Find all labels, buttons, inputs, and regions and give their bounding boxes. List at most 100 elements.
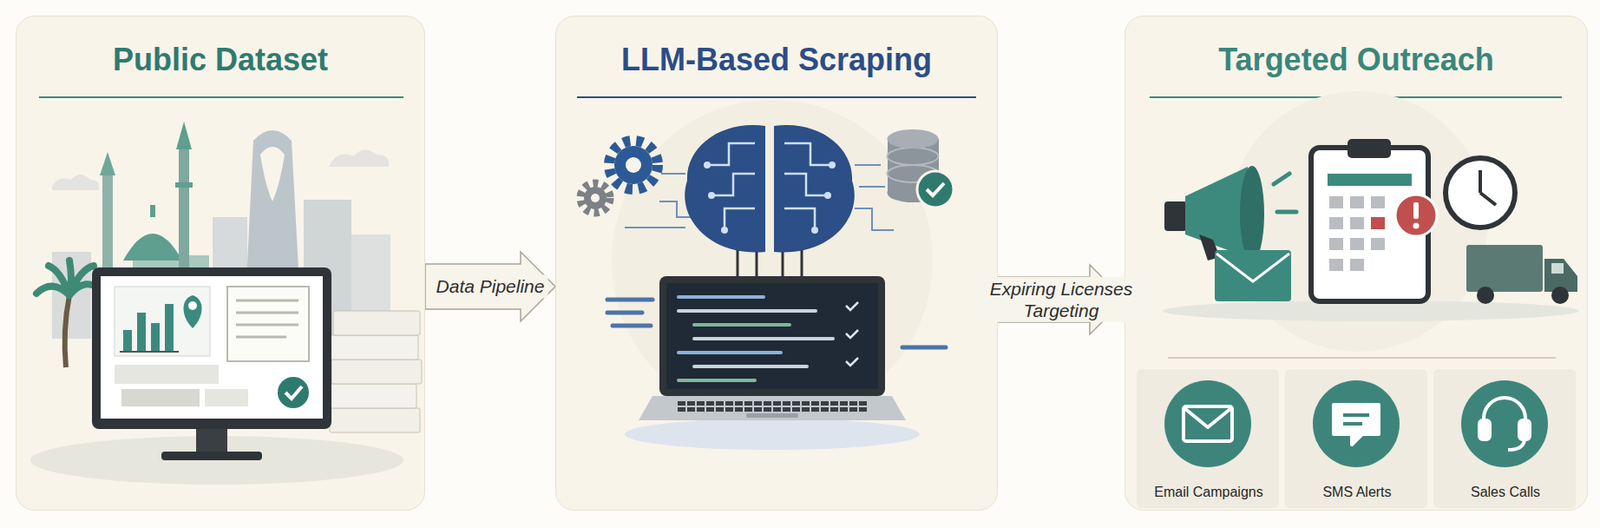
separator xyxy=(1167,356,1556,359)
envelope xyxy=(1214,249,1292,302)
laptop xyxy=(845,301,859,366)
monitor xyxy=(100,275,323,419)
clock xyxy=(1478,170,1482,193)
arrow-label: Data Pipeline xyxy=(432,274,549,298)
clock xyxy=(1480,192,1496,205)
gears xyxy=(590,193,600,203)
stage-panel: Public Dataset xyxy=(15,15,426,511)
brain xyxy=(828,161,836,169)
calendar-clipboard xyxy=(1370,216,1385,230)
brain-halo xyxy=(624,418,920,450)
channel-label: Sales Calls xyxy=(1434,483,1577,500)
laptop xyxy=(638,275,906,420)
database xyxy=(926,183,945,196)
megaphone xyxy=(1273,173,1290,184)
outreach-halo xyxy=(1162,91,1580,352)
monitor xyxy=(150,322,160,351)
paper-stack xyxy=(333,310,420,335)
panel-title: Public Dataset xyxy=(16,40,425,79)
channel-tiles xyxy=(1164,380,1252,467)
arrow-label: Expiring Licenses Targeting xyxy=(970,276,1152,322)
code-dashes xyxy=(902,345,946,350)
city-skyline xyxy=(52,174,99,191)
brain xyxy=(703,161,711,169)
truck xyxy=(1551,262,1564,274)
calendar-clipboard xyxy=(1350,216,1364,230)
monitor xyxy=(188,301,197,310)
city-skyline xyxy=(176,121,192,150)
database xyxy=(917,170,954,208)
calendar-clipboard xyxy=(1350,258,1364,271)
laptop xyxy=(694,364,807,368)
monitor xyxy=(196,428,228,453)
brain xyxy=(784,143,833,165)
megaphone xyxy=(1273,173,1297,212)
brain xyxy=(708,191,715,199)
block-arrow xyxy=(425,251,556,322)
megaphone xyxy=(1164,201,1187,231)
laptop xyxy=(845,329,859,338)
monitor xyxy=(91,267,332,429)
circuit-wires xyxy=(661,172,686,175)
laptop xyxy=(638,395,906,420)
calendar-clipboard xyxy=(1311,138,1437,302)
monitor xyxy=(91,267,332,460)
monitor xyxy=(114,364,219,384)
monitor xyxy=(164,303,174,351)
calendar-clipboard xyxy=(1329,258,1344,271)
channel-icons xyxy=(1508,439,1525,450)
channel-tiles xyxy=(1433,368,1576,508)
calendar-clipboard xyxy=(1327,173,1412,186)
channel-tiles xyxy=(1312,380,1400,467)
monitor xyxy=(236,311,299,315)
channel-tile: Email Campaigns xyxy=(1137,369,1280,509)
gears xyxy=(625,157,642,173)
city-skyline xyxy=(65,295,70,368)
laptop xyxy=(678,350,781,355)
calendar-clipboard xyxy=(1350,196,1364,209)
gears xyxy=(609,140,658,190)
paper-stack xyxy=(326,383,417,408)
panel-fill xyxy=(555,15,998,511)
laptop xyxy=(659,275,886,396)
brain xyxy=(824,191,832,199)
calendar-clipboard xyxy=(1329,196,1385,271)
monitor xyxy=(236,299,299,302)
channel-icons xyxy=(1343,413,1370,417)
brain xyxy=(773,124,855,252)
brain xyxy=(707,143,833,230)
truck xyxy=(1476,286,1495,304)
laptop xyxy=(678,295,764,299)
envelope xyxy=(1216,253,1290,282)
brain-halo xyxy=(611,99,933,421)
city-skyline xyxy=(36,260,101,296)
gears xyxy=(583,186,607,210)
calendar-clipboard xyxy=(1370,237,1385,250)
monitor xyxy=(137,312,146,351)
laptop xyxy=(678,308,816,313)
calendar-clipboard xyxy=(1329,196,1344,209)
paper-stack xyxy=(327,334,419,360)
channel-label: Email Campaigns xyxy=(1137,483,1280,500)
laptop xyxy=(694,336,833,341)
channel-icons xyxy=(1183,397,1530,450)
panel-fill xyxy=(15,15,426,511)
database xyxy=(887,129,939,149)
channel-tiles xyxy=(1136,368,1576,508)
clock xyxy=(1445,157,1515,228)
laptop xyxy=(676,399,868,412)
brain xyxy=(724,208,755,230)
channel-tiles xyxy=(1285,368,1428,508)
laptop xyxy=(666,282,879,389)
laptop xyxy=(746,413,799,418)
brain xyxy=(736,249,740,276)
stage-panel: LLM-Based Scraping xyxy=(555,15,998,511)
calendar-clipboard xyxy=(1329,216,1344,230)
paper-stack xyxy=(331,359,422,384)
laptop xyxy=(678,296,833,381)
brain xyxy=(811,226,819,234)
paper-stack xyxy=(329,407,420,433)
brain xyxy=(711,173,755,196)
